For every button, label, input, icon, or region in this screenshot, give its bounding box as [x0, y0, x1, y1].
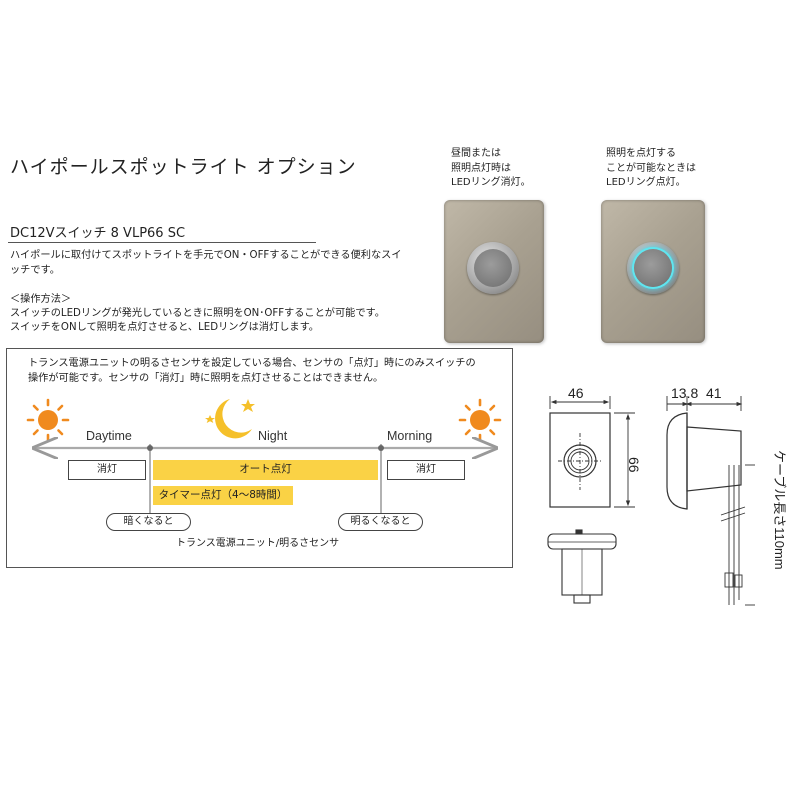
led-off-caption-line: 昼間または	[451, 148, 501, 159]
morning-label: Morning	[387, 429, 433, 443]
night-label: Night	[258, 429, 288, 443]
sun-icon	[458, 398, 502, 442]
moon-icon	[205, 399, 255, 439]
sensor-note-line: 操作が可能です。センサの「消灯」時に照明を点灯させることはできません。	[28, 373, 384, 384]
dark-trigger-label: 暗くなると	[106, 513, 191, 531]
sensor-caption: トランス電源ユニット/明るさセンサ	[176, 538, 340, 549]
switch-photo-led-on	[601, 200, 705, 343]
led-off-caption-line: 照明点灯時は	[451, 162, 511, 174]
side-view-drawing	[666, 396, 755, 606]
bright-trigger-label: 明るくなると	[338, 513, 423, 531]
light-off-box: 消灯	[68, 460, 146, 480]
led-on-caption-line: 照明を点灯する	[606, 148, 676, 159]
operation-line-2: スイッチをONして照明を点灯させると、LEDリングは消灯します。	[10, 322, 319, 333]
led-off-caption-line: LEDリング消灯。	[451, 177, 531, 188]
led-on-caption: 照明を点灯する ことが可能なときは LEDリング点灯。	[606, 147, 696, 191]
product-heading: DC12Vスイッチ 8 VLP66 SC	[10, 226, 186, 241]
operation-line-1: スイッチのLEDリングが発光しているときに照明をON･OFFすることが可能です。	[10, 308, 385, 319]
auto-on-bar: オート点灯	[153, 460, 378, 480]
operation-header: ＜操作方法＞	[10, 294, 72, 305]
height-dimension: 66	[626, 457, 642, 473]
sensor-note-line: トランス電源ユニットの明るさセンサを設定している場合、センサの「点灯」時にのみス…	[28, 358, 476, 369]
body-depth-dimension: 41	[706, 385, 722, 401]
product-description: ハイポールに取付けてスポットライトを手元でON・OFFすることができる便利なスイ…	[10, 250, 402, 276]
sensor-note: トランス電源ユニットの明るさセンサを設定している場合、センサの「点灯」時にのみス…	[28, 356, 498, 386]
led-on-caption-line: ことが可能なときは	[606, 162, 696, 174]
cable-length-dimension: ケーブル長さ110mm	[772, 450, 787, 570]
width-dimension: 46	[568, 385, 584, 401]
timeline-arrow	[0, 0, 520, 513]
led-on-caption-line: LEDリング点灯。	[606, 177, 686, 188]
page-title: ハイポールスポットライト オプション	[10, 156, 357, 178]
led-off-caption: 昼間または 照明点灯時は LEDリング消灯。	[451, 147, 531, 191]
heading-divider	[8, 242, 316, 243]
timer-on-bar: タイマー点灯（4～8時間）	[153, 486, 293, 505]
light-off-box: 消灯	[387, 460, 465, 480]
bottom-view-drawing	[547, 529, 617, 604]
front-view-drawing	[549, 396, 635, 508]
front-depth-dimension: 13.8	[671, 385, 699, 401]
switch-button-lit	[627, 242, 679, 294]
daytime-label: Daytime	[86, 429, 132, 443]
switch-photo-led-off	[444, 200, 544, 343]
switch-button-off	[467, 242, 519, 294]
